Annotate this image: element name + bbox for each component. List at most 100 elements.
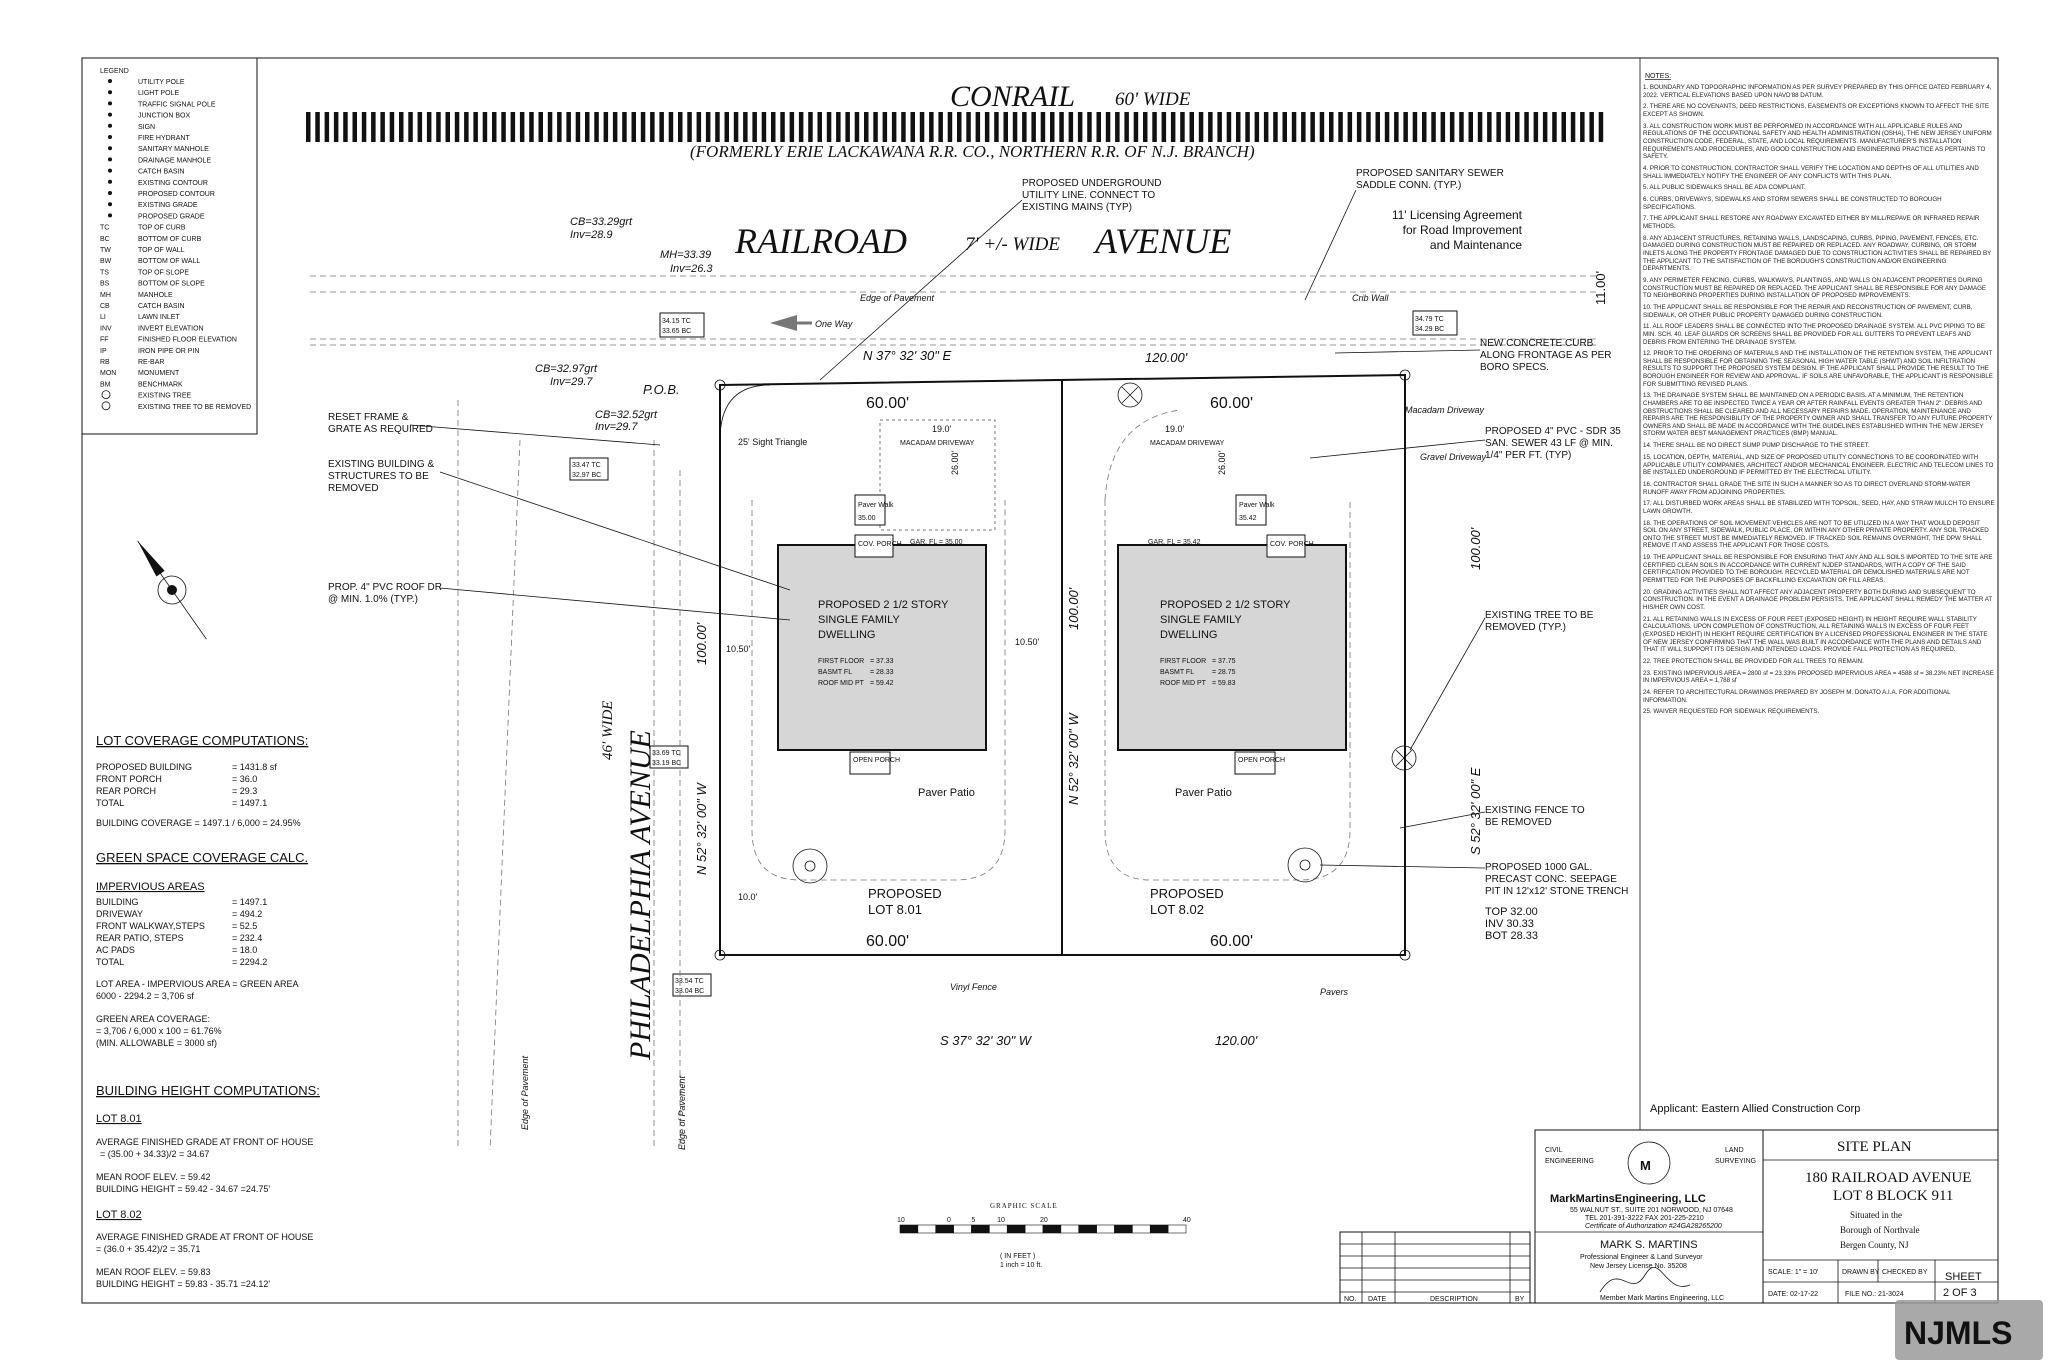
legend-item: SANITARY MANHOLE [108,146,209,153]
sight-triangle: 25' Sight Triangle [738,437,807,447]
rail-tie [1310,112,1315,142]
note-item: 8. ANY ADJACENT STRUCTURES, RETAINING WA… [1643,234,1992,273]
rail-tie [575,112,581,142]
svg-text:IP: IP [100,348,107,355]
coverage-row-value: = 1431.8 sf [232,762,277,772]
rail-tie [529,112,534,142]
rear-lot2: 60.00' [1210,933,1253,950]
rail-tie [585,112,590,142]
rail-tie [761,112,767,142]
engineer-signature [1599,1267,1691,1293]
rail-tie [566,112,571,142]
svg-text:10.50': 10.50' [1015,637,1040,647]
rail-tie [929,112,934,142]
svg-text:= 28.33: = 28.33 [870,669,894,676]
scale-segment [1132,1224,1151,1234]
scale-segment [917,1224,937,1234]
rail-tie [547,112,553,142]
dist-bottom: 120.00' [1215,1033,1258,1048]
rail-tie [1282,112,1287,142]
rail-tie [947,112,953,142]
rail-tie [938,112,943,142]
svg-text:33.65 BC: 33.65 BC [662,328,691,335]
svg-text:M: M [1640,1158,1651,1173]
impervious-row-label: FRONT WALKWAY,STEPS [96,921,205,931]
property: P.O.B. N 37° 32' 30" E 120.00' S 37° 32'… [643,348,1487,1048]
vinyl-fence: Vinyl Fence [950,982,997,992]
monument-icon [1399,949,1411,961]
svg-text:Bergen County, NJ: Bergen County, NJ [1840,1240,1909,1250]
rail-tie [1040,112,1046,142]
rail-tie [696,112,702,142]
cb-labels: CB=33.29grt Inv=28.9 MH=33.39 Inv=26.3 C… [535,216,713,433]
svg-text:LIGHT POLE: LIGHT POLE [138,90,179,97]
scale-segment [1078,1224,1097,1234]
rail-tie [519,112,525,142]
rail-tie [389,112,395,142]
rail-tie [454,112,460,142]
impervious-row-label: BUILDING [96,897,139,907]
note-item: 11. ALL ROOF LEADERS SHALL BE CONNECTED … [1643,323,1985,346]
svg-text:BOTTOM OF CURB: BOTTOM OF CURB [138,236,202,243]
svg-text:1 inch = 10 ft.: 1 inch = 10 ft. [1000,1262,1042,1269]
svg-text:(MIN. ALLOWABLE = 3000 sf): (MIN. ALLOWABLE = 3000 sf) [96,1038,217,1048]
note-item: 3. ALL CONSTRUCTION WORK MUST BE PERFORM… [1643,122,1992,161]
scale-tick: 10 [997,1217,1005,1224]
dist-right: 100.00' [1468,527,1483,570]
svg-text:Paver Patio: Paver Patio [1175,787,1232,799]
rail-tie [417,112,423,142]
svg-text:LOT 8.02: LOT 8.02 [1150,902,1204,917]
rail-tie [1236,112,1241,142]
revision-block: NO. DATE DESCRIPTION BY [1339,1231,1531,1304]
svg-text:OPEN PORCH: OPEN PORCH [853,757,900,764]
svg-text:SINGLE FAMILY: SINGLE FAMILY [1160,614,1242,626]
rail-tie [1198,112,1204,142]
rail-tie [1515,112,1520,142]
rail-tie [1570,112,1576,142]
avenue-word: AVENUE [1093,221,1231,261]
svg-text:LOT 8.02: LOT 8.02 [96,1209,142,1221]
rail-tie [910,112,915,142]
rail-tie [854,112,860,142]
svg-text:DWELLING: DWELLING [818,629,875,641]
legend-tree-item: EXISTING TREE TO BE REMOVED [101,401,251,411]
rail-tie [464,112,469,142]
legend-item: EXISTING GRADE [108,202,198,209]
rail-tie [492,112,497,142]
note-item: 12. PRIOR TO THE ORDERING OF MATERIALS A… [1643,350,1993,388]
note-item: 13. THE DRAINAGE SYSTEM SHALL BE MAINTAI… [1643,392,1993,438]
rail-tie [1329,112,1334,142]
svg-text:= 59.83: = 59.83 [1212,680,1236,687]
svg-text:26.00': 26.00' [950,450,960,475]
rail-tie [1170,112,1176,142]
svg-text:FF: FF [100,337,109,344]
rail-tie [1524,112,1529,142]
note-item: 18. THE OPERATIONS OF SOIL MOVEMENT VEHI… [1643,519,1989,550]
svg-text:Paver Walk: Paver Walk [858,502,894,509]
paver-walk-lot1 [854,494,886,526]
rail-tie [901,112,906,142]
svg-text:GAR. FL = 35.42: GAR. FL = 35.42 [1148,539,1201,546]
svg-text:33.47 TC: 33.47 TC [572,462,601,469]
svg-text:34.15 TC: 34.15 TC [662,318,691,325]
driveway-lot2-curve [1104,409,1181,501]
gravel-driveway: Gravel Driveway [1420,452,1487,462]
svg-text:TRAFFIC SIGNAL POLE: TRAFFIC SIGNAL POLE [138,101,216,108]
scale-segment [953,1224,972,1234]
impervious-row-label: TOTAL [96,957,124,967]
svg-text:Borough of Northvale: Borough of Northvale [1840,1225,1919,1235]
note-item: 17. ALL DISTURBED WORK AREAS SHALL BE ST… [1643,500,1995,515]
svg-text:PROPOSED 2 1/2 STORY: PROPOSED 2 1/2 STORY [818,599,949,611]
callouts: PROPOSED UNDERGROUND UTILITY LINE. CONNE… [328,168,1628,942]
rail-tie [1589,112,1594,142]
svg-text:DATE: 02-17-22: DATE: 02-17-22 [1768,1291,1818,1298]
impervious-row-value: = 1497.1 [232,897,267,907]
house-lot1 [777,544,987,751]
impervious-row-value: = 52.5 [232,921,257,931]
svg-text:= (36.0 + 35.42)/2 = 35.71: = (36.0 + 35.42)/2 = 35.71 [96,1244,200,1254]
rail-tie [1301,112,1306,142]
